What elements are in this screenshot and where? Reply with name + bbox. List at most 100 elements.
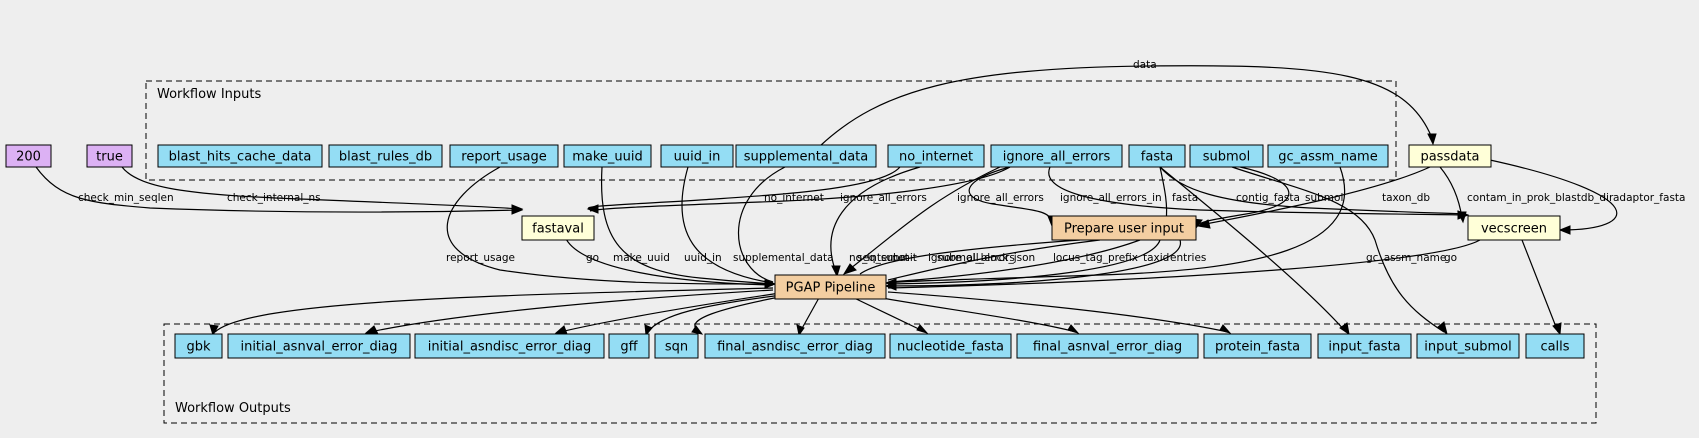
edge-pgap-final-asndisc [796, 295, 821, 337]
passdata-node: passdata [1408, 144, 1492, 168]
workflow-outputs-cluster: Workflow Outputs [163, 323, 1597, 424]
prepare-user-input-node: Prepare user input [1051, 215, 1197, 241]
edge-data: data [819, 59, 1437, 147]
input-gc-assm-name-label: gc_assm_name [1278, 150, 1377, 165]
edge-vecscreen-calls [1521, 239, 1562, 336]
edge-label-submol-block-json: submol_block_json [937, 252, 1035, 264]
edge-label-contam: contam_in_prok_blastdb_dir [1467, 192, 1614, 204]
input-ignore-all-errors: ignore_all_errors [990, 144, 1123, 168]
edge-supplemental-data: supplemental_data [733, 166, 834, 283]
output-input-fasta-label: input_fasta [1328, 340, 1400, 355]
constant-200-label: 200 [16, 150, 41, 165]
input-fasta: fasta [1128, 144, 1186, 168]
edge-contig-fasta: contig_fasta [1159, 166, 1467, 215]
output-initial-asnval-error-diag: initial_asnval_error_diag [227, 333, 411, 359]
edge-label-check-internal-ns: check_internal_ns [227, 192, 321, 204]
input-no-internet-label: no_internet [899, 150, 973, 165]
edge-label-taxon-db: taxon_db [1382, 192, 1430, 204]
edge-label-no-internet-fastaval: no_internet [764, 192, 824, 204]
output-gff: gff [608, 333, 650, 359]
vecscreen-node: vecscreen [1467, 215, 1561, 241]
input-report-usage-label: report_usage [461, 150, 546, 165]
output-nucleotide-fasta-label: nucleotide_fasta [897, 340, 1004, 355]
input-make-uuid-label: make_uuid [572, 150, 643, 165]
edge-label-fasta-prepare: fasta [1172, 192, 1198, 204]
input-blast-rules-db-label: blast_rules_db [339, 150, 432, 165]
output-sqn-label: sqn [665, 340, 688, 355]
edge-label-uuid-in: uuid_in [684, 252, 722, 264]
pgap-pipeline-label: PGAP Pipeline [786, 281, 876, 296]
pgap-pipeline-node: PGAP Pipeline [774, 274, 887, 300]
constant-200-node: 200 [5, 144, 52, 168]
output-final-asndisc-error-diag-label: final_asndisc_error_diag [717, 340, 873, 355]
edge-label-locus-tag-prefix: locus_tag_prefix [1053, 252, 1138, 264]
edge-label-taxid: taxid [1143, 252, 1169, 264]
edge-ignore-fastaval: ignore_all_errors [589, 166, 1011, 212]
edge-label-ignore-pgap: ignore_all_errors [928, 252, 1015, 264]
vecscreen-label: vecscreen [1481, 222, 1547, 237]
constant-true-node: true [86, 144, 133, 168]
input-no-internet: no_internet [887, 144, 985, 168]
edge-label-ignore-fastaval: ignore_all_errors [840, 192, 927, 204]
output-final-asnval-error-diag-label: final_asnval_error_diag [1033, 340, 1182, 355]
edge-label-check-min-seqlen: check_min_seqlen [78, 192, 174, 204]
edge-pgap-sqn [691, 293, 796, 335]
output-final-asnval-error-diag: final_asnval_error_diag [1016, 333, 1199, 359]
edge-label-contig-fasta: contig_fasta [1236, 192, 1300, 204]
edge-contam: contam_in_prok_blastdb_dir [1439, 166, 1614, 224]
edge-uuid-in: uuid_in [681, 166, 774, 284]
output-nucleotide-fasta: nucleotide_fasta [889, 333, 1012, 359]
edge-pgap-gff [644, 293, 791, 337]
edge-label-ignore-prepare: ignore_all_errors [957, 192, 1044, 204]
constant-true-label: true [96, 150, 123, 165]
edge-pgap-final-asnval [869, 295, 1080, 334]
edge-ignore-pgap: ignore_all_errors [842, 166, 1015, 275]
output-input-submol-label: input_submol [1424, 340, 1511, 355]
output-final-asndisc-error-diag: final_asndisc_error_diag [704, 333, 886, 359]
edge-pgap-protein-fasta [887, 291, 1232, 334]
edge-adaptor-fasta: adaptor_fasta [1489, 159, 1685, 235]
edge-submol-block-json: submol_block_json [887, 239, 1101, 281]
edge-label-ignore-in: ignore_all_errors_in [1060, 192, 1162, 204]
output-input-submol: input_submol [1416, 333, 1520, 359]
edge-label-supplemental-data: supplemental_data [733, 252, 834, 264]
edge-gc-assm-name: gc_assm_name [884, 166, 1446, 288]
output-protein-fasta-label: protein_fasta [1215, 340, 1300, 355]
output-protein-fasta: protein_fasta [1203, 333, 1312, 359]
edge-taxid: taxid [887, 239, 1169, 285]
edge-submol-input-submol [1231, 166, 1448, 336]
edge-seq-submit: seq_submit [857, 239, 1081, 275]
input-gc-assm-name: gc_assm_name [1267, 144, 1389, 168]
workflow-inputs-label: Workflow Inputs [157, 87, 261, 102]
edge-go-vecscreen: go [887, 239, 1481, 289]
output-calls: calls [1525, 333, 1585, 359]
input-uuid-in: uuid_in [660, 144, 734, 168]
output-initial-asnval-error-diag-label: initial_asnval_error_diag [240, 340, 397, 355]
input-ignore-all-errors-label: ignore_all_errors [1003, 150, 1111, 165]
edge-go-fastaval: go [564, 236, 774, 286]
edge-entries: entries [884, 239, 1206, 291]
output-input-fasta: input_fasta [1317, 333, 1412, 359]
output-sqn: sqn [654, 333, 699, 359]
edge-label-entries: entries [1170, 252, 1206, 264]
passdata-label: passdata [1420, 150, 1479, 165]
edge-locus-tag-prefix: locus_tag_prefix [887, 239, 1141, 283]
edge-pgap-initial-asndisc [554, 292, 781, 335]
edge-label-go-fastaval: go [586, 252, 599, 264]
edge-make-uuid: make_uuid [600, 166, 774, 285]
input-uuid-in-label: uuid_in [674, 150, 721, 165]
input-supplemental-data-label: supplemental_data [744, 150, 868, 165]
workflow-outputs-label: Workflow Outputs [175, 401, 291, 416]
edge-label-go-vecscreen: go [1444, 252, 1457, 264]
input-make-uuid: make_uuid [563, 144, 652, 168]
fastaval-node: fastaval [521, 215, 595, 241]
edge-label-adaptor-fasta: adaptor_fasta [1613, 192, 1685, 204]
input-blast-hits-cache-data: blast_hits_cache_data [157, 144, 323, 168]
edge-label-seq-submit: seq_submit [857, 252, 917, 264]
input-blast-hits-cache-data-label: blast_hits_cache_data [169, 150, 312, 165]
prepare-user-input-label: Prepare user input [1064, 222, 1184, 237]
input-submol-label: submol [1203, 150, 1251, 165]
edge-pgap-gbk [209, 287, 774, 337]
edge-fasta-input-fasta [1159, 166, 1350, 336]
